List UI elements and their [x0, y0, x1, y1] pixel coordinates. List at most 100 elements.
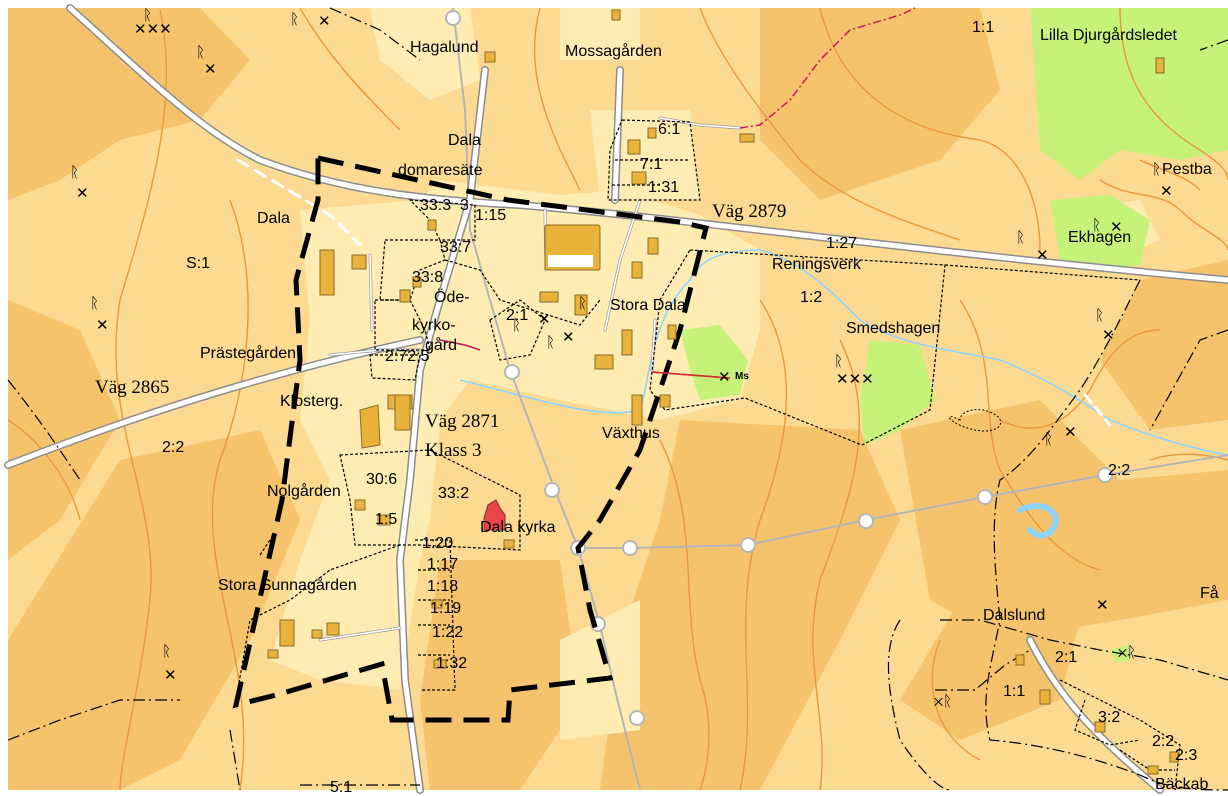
- monument-icon: ᚱ: [834, 353, 844, 370]
- place-label-dalslund: Dalslund: [983, 607, 1046, 624]
- monument-icon: ᚱ: [1092, 217, 1102, 234]
- parcel-label: 1:19: [430, 600, 462, 617]
- parcel-label: 3: [460, 197, 469, 214]
- grave-icon: ✕: [1102, 327, 1115, 344]
- grave-icon: ✕: [318, 13, 331, 30]
- parcel-label: 1:18: [427, 578, 459, 595]
- place-label-lilla-djurgardsledet: Lilla Djurgårdsledet: [1040, 27, 1177, 44]
- place-label-reningsverk: Reningsverk: [772, 256, 861, 273]
- terrain-dark-patches: [8, 8, 1228, 790]
- monument-icon: ᚱ: [143, 7, 153, 24]
- grave-icon: ✕: [1064, 424, 1077, 441]
- place-label-dala-domaresate: Dala: [448, 132, 481, 149]
- place-label-odekyrkogard-1: Öde-: [434, 289, 470, 306]
- map-frame-top: [0, 0, 1228, 8]
- place-label-pestba: Pestba: [1162, 161, 1212, 178]
- monument-icon: ᚱ: [290, 11, 300, 28]
- place-label-mossagarden: Mossagården: [565, 43, 662, 60]
- map-frame-bottom: [0, 790, 1228, 796]
- parcel-label: 5:1: [330, 779, 353, 796]
- map-frame-left: [0, 0, 8, 796]
- place-label-smedshagen: Smedshagen: [846, 320, 941, 337]
- monument-icon: ᚱ: [162, 643, 172, 660]
- place-label-odekyrkogard-3: gård: [425, 337, 458, 354]
- place-label-prastegarden: Prästegården: [200, 345, 297, 362]
- parcel-label: 2:1: [506, 307, 529, 324]
- parcel-label: 1:1: [972, 19, 995, 36]
- forest-areas: [680, 8, 1228, 662]
- road-label-vag-2879: Väg 2879: [712, 201, 787, 222]
- grave-icon: ✕: [1110, 219, 1123, 236]
- grave-icon: ✕: [96, 317, 109, 334]
- place-label-s1: S:1: [186, 255, 211, 272]
- parcel-label: 1:2: [800, 289, 823, 306]
- parcel-label: 33:8: [412, 269, 444, 286]
- place-label-dala-kyrka: Dala kyrka: [480, 519, 556, 536]
- parcel-label: 2:1: [1055, 649, 1078, 666]
- monument-icon: ᚱ: [1152, 161, 1162, 178]
- parcel-label: 33:3: [420, 197, 452, 214]
- place-label-stora-dala: Stora Dala: [610, 297, 686, 314]
- parcel-label: 33:2: [438, 485, 470, 502]
- parcel-label: 1:22: [432, 624, 464, 641]
- power-pylons: [445, 10, 1113, 726]
- grave-icon: ✕: [1036, 247, 1049, 264]
- grave-icon: ✕: [562, 329, 575, 346]
- place-label-backab: Bäckab: [1155, 776, 1209, 793]
- parcel-label: 2:2: [162, 439, 185, 456]
- planning-boundary: [232, 154, 710, 723]
- church-building: [483, 499, 506, 531]
- place-label-nolgarden: Nolgården: [267, 483, 341, 500]
- place-label-klosterg: Klosterg.: [280, 393, 344, 410]
- parcel-label: 2:2: [1108, 462, 1131, 479]
- parcel-label: 2:72:5: [385, 348, 430, 365]
- road-label-vag-2871: Väg 2871: [425, 411, 500, 432]
- buildings: [267, 9, 1179, 775]
- place-label-dala-domaresate-2: domaresäte: [398, 162, 483, 179]
- parcel-label: 30:6: [366, 471, 398, 488]
- monument-icon: ᚱ: [196, 44, 206, 61]
- grave-icon: ✕: [538, 311, 551, 328]
- parcel-label: 3:2: [1098, 709, 1121, 726]
- place-label-ekhagen: Ekhagen: [1068, 229, 1132, 246]
- parcel-label: 7:1: [640, 156, 663, 173]
- parcel-label: 6:1: [658, 121, 681, 138]
- place-label-vaxthus: Växthus: [602, 425, 660, 442]
- mast-icon: ✕: [718, 369, 731, 386]
- place-label-hagalund: Hagalund: [410, 39, 479, 56]
- contour-lines: [7, 7, 1228, 791]
- monument-icon: ᚱ: [1095, 307, 1105, 324]
- grave-icon: ✕: [1096, 597, 1109, 614]
- parcel-label: 1:20: [422, 535, 454, 552]
- grave-icon: ✕✕✕: [134, 21, 172, 38]
- roads: [4, 4, 1228, 794]
- mast-label: Ms: [735, 371, 749, 382]
- road-label-klass-3: Klass 3: [425, 440, 482, 461]
- parcel-label: 1:1: [1003, 683, 1026, 700]
- place-label-dala: Dala: [257, 210, 290, 227]
- parcel-label: 1:31: [648, 179, 680, 196]
- monument-icon: ᚱ: [1016, 229, 1026, 246]
- road-label-vag-2865: Väg 2865: [95, 377, 170, 398]
- grave-icon: ✕ᚱ: [934, 693, 953, 710]
- parcel-label: 1:17: [427, 556, 459, 573]
- place-label-stora-sunnagarden: Stora Sunnagården: [218, 577, 357, 594]
- parcel-label: 1:15: [475, 207, 507, 224]
- grave-icon: ✕✕✕: [836, 371, 874, 388]
- mast-line: [651, 371, 729, 379]
- parcel-label: 2:2: [1152, 733, 1175, 750]
- parcel-label: 33:7: [440, 239, 472, 256]
- grave-icon: ✕: [76, 185, 89, 202]
- place-label-fa: Få: [1200, 585, 1219, 602]
- monument-icon: ᚱ: [1044, 431, 1054, 448]
- grave-icon: ✕ᚱ: [1118, 644, 1137, 661]
- monument-icon: ᚱ: [90, 295, 100, 312]
- monument-icon: ᚱ: [70, 164, 80, 181]
- monument-icon: ᚱ: [546, 334, 556, 351]
- monument-icon: ᚱ: [512, 317, 522, 334]
- place-label-odekyrkogard-2: kyrko-: [412, 317, 456, 334]
- parcel-label: 1:32: [436, 655, 468, 672]
- parcel-label: 1:5: [375, 511, 398, 528]
